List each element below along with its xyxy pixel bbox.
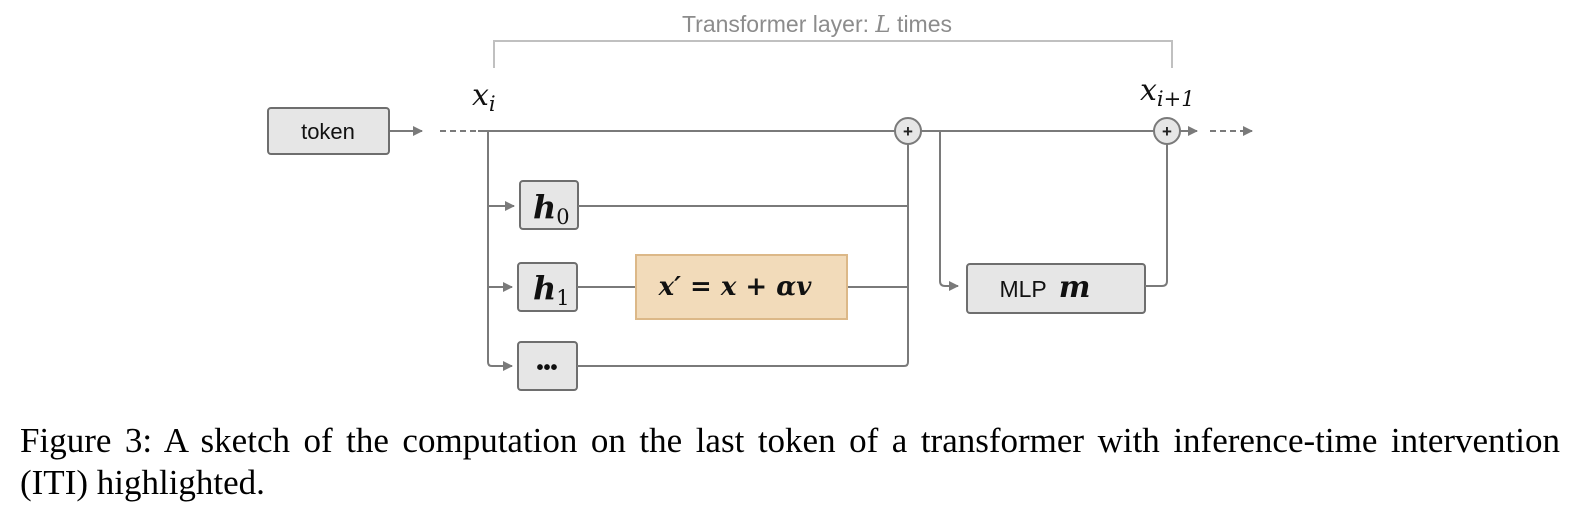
token-label: token [301,119,355,144]
x-in-label: xi [472,78,496,116]
head-ellipsis-box: ••• [517,341,578,391]
svg-text:h1: h1 [533,269,570,310]
token-box: token [267,107,390,155]
head-h1-box: h1 [517,262,578,312]
svg-text:•••: ••• [536,357,557,379]
plus-icon: + [903,122,913,141]
mlp-output-line [1145,143,1168,287]
intervention-formula: x′ = x + αv [658,272,813,302]
layer-bracket [493,40,1173,68]
mlp-add-node: + [1153,117,1181,145]
plus-icon: + [1162,122,1172,141]
mlp-branch-line [939,131,959,291]
head-h0-box: h0 [519,180,579,230]
attention-add-node: + [894,117,922,145]
hn-output-line [577,143,909,367]
intervention-box: x′ = x + αv [635,254,848,320]
layer-bracket-label: Transformer layer: L times [682,11,952,38]
x-out-label: xi+1 [1140,73,1195,111]
head-branch-bus [487,131,493,367]
iti-transformer-diagram: Transformer layer: L times token xi xi+1… [267,11,1253,391]
svg-text:h0: h0 [533,188,570,229]
figure-caption: Figure 3: A sketch of the computation on… [20,421,1560,502]
